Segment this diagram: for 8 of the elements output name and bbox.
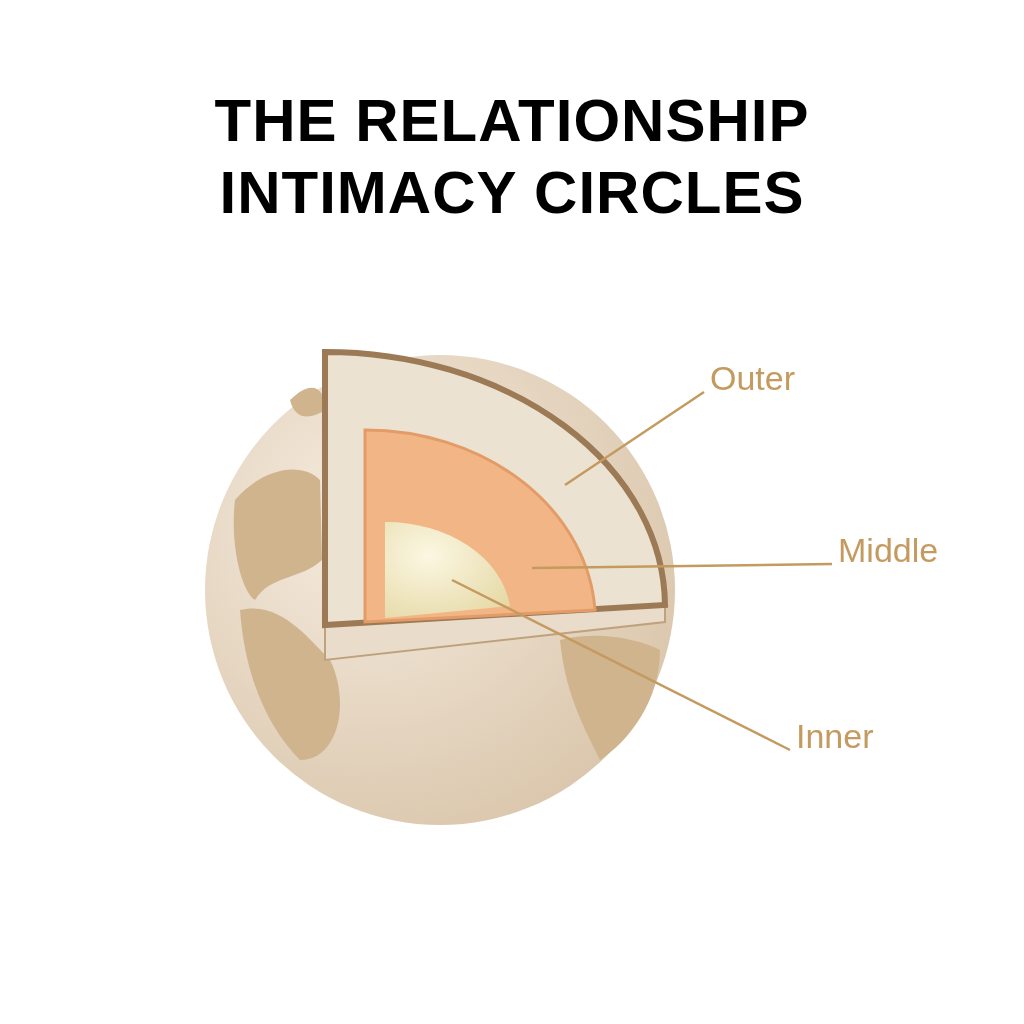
title: THE RELATIONSHIP INTIMACY CIRCLES (213, 86, 811, 228)
part-label: Outer (710, 358, 796, 398)
part-label: Middle (838, 530, 939, 570)
leader-line (564, 390, 705, 487)
leader-line (532, 562, 832, 570)
part-label: Inner (796, 716, 874, 756)
inner-core (385, 522, 510, 618)
leader-line (451, 578, 791, 752)
